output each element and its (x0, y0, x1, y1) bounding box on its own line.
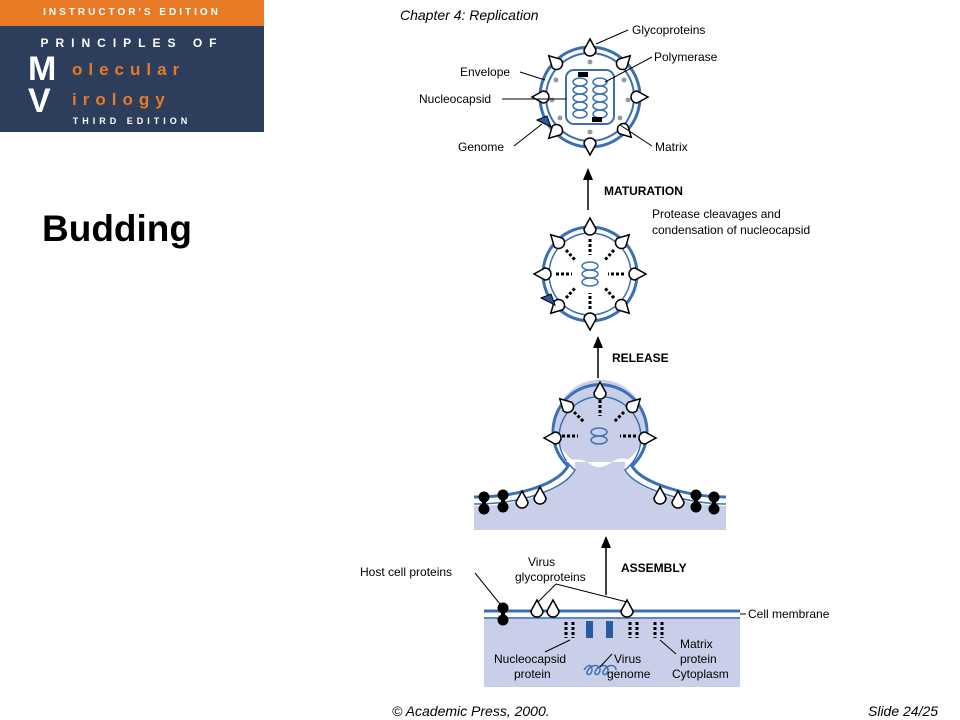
label-genome: Genome (458, 140, 504, 154)
label-maturation: MATURATION (604, 184, 683, 198)
mature-virion (531, 38, 649, 156)
label-virus-glyco-line2: glycoproteins (515, 570, 586, 584)
label-virus-genome-line1: Virus (614, 652, 641, 666)
logo-molecular: olecular (72, 60, 186, 79)
logo-virology: irology (72, 90, 171, 109)
label-protease-line1: Protease cleavages and (652, 207, 781, 221)
label-nucleocapsid-protein-line2: protein (514, 667, 551, 681)
assembly-arrow (601, 536, 611, 595)
logo-instructors-edition: INSTRUCTOR'S EDITION (0, 0, 264, 26)
membrane-leader-lines (474, 572, 746, 668)
slide-number: Slide 24/25 (868, 703, 939, 719)
book-cover-logo: INSTRUCTOR'S EDITION PRINCIPLES OF M ole… (0, 0, 264, 132)
label-matrix-protein-line2: protein (680, 652, 717, 666)
label-protease-line2: condensation of nucleocapsid (652, 223, 810, 237)
label-envelope: Envelope (460, 65, 510, 79)
label-release: RELEASE (612, 351, 669, 365)
logo-letter-v: V (28, 82, 51, 120)
immature-virion (533, 217, 647, 331)
budding-particle (473, 379, 727, 530)
label-matrix-protein-line1: Matrix (680, 637, 713, 651)
footer-copyright: © Academic Press, 2000. (392, 703, 550, 719)
label-matrix: Matrix (655, 140, 688, 154)
label-cytoplasm: Cytoplasm (672, 667, 729, 681)
chapter-title: Chapter 4: Replication (400, 7, 539, 23)
label-nucleocapsid: Nucleocapsid (419, 92, 491, 106)
label-polymerase: Polymerase (654, 50, 718, 64)
label-host-cell-proteins: Host cell proteins (360, 565, 452, 579)
maturation-arrow (583, 168, 593, 210)
label-cell-membrane: Cell membrane (748, 607, 830, 621)
virion-leader-lines (502, 29, 653, 147)
slide-title: Budding (42, 208, 193, 249)
label-nucleocapsid-protein-line1: Nucleocapsid (494, 652, 566, 666)
logo-third-edition: THIRD EDITION (72, 116, 192, 126)
label-assembly: ASSEMBLY (621, 561, 687, 575)
release-arrow (593, 336, 603, 378)
cell-membrane-section (484, 599, 740, 687)
label-virus-genome-line2: genome (607, 667, 651, 681)
logo-principles-of: PRINCIPLES OF (40, 36, 224, 50)
logo-letter-m: M (28, 50, 57, 88)
label-glycoproteins: Glycoproteins (632, 23, 705, 37)
label-virus-glyco-line1: Virus (528, 555, 555, 569)
